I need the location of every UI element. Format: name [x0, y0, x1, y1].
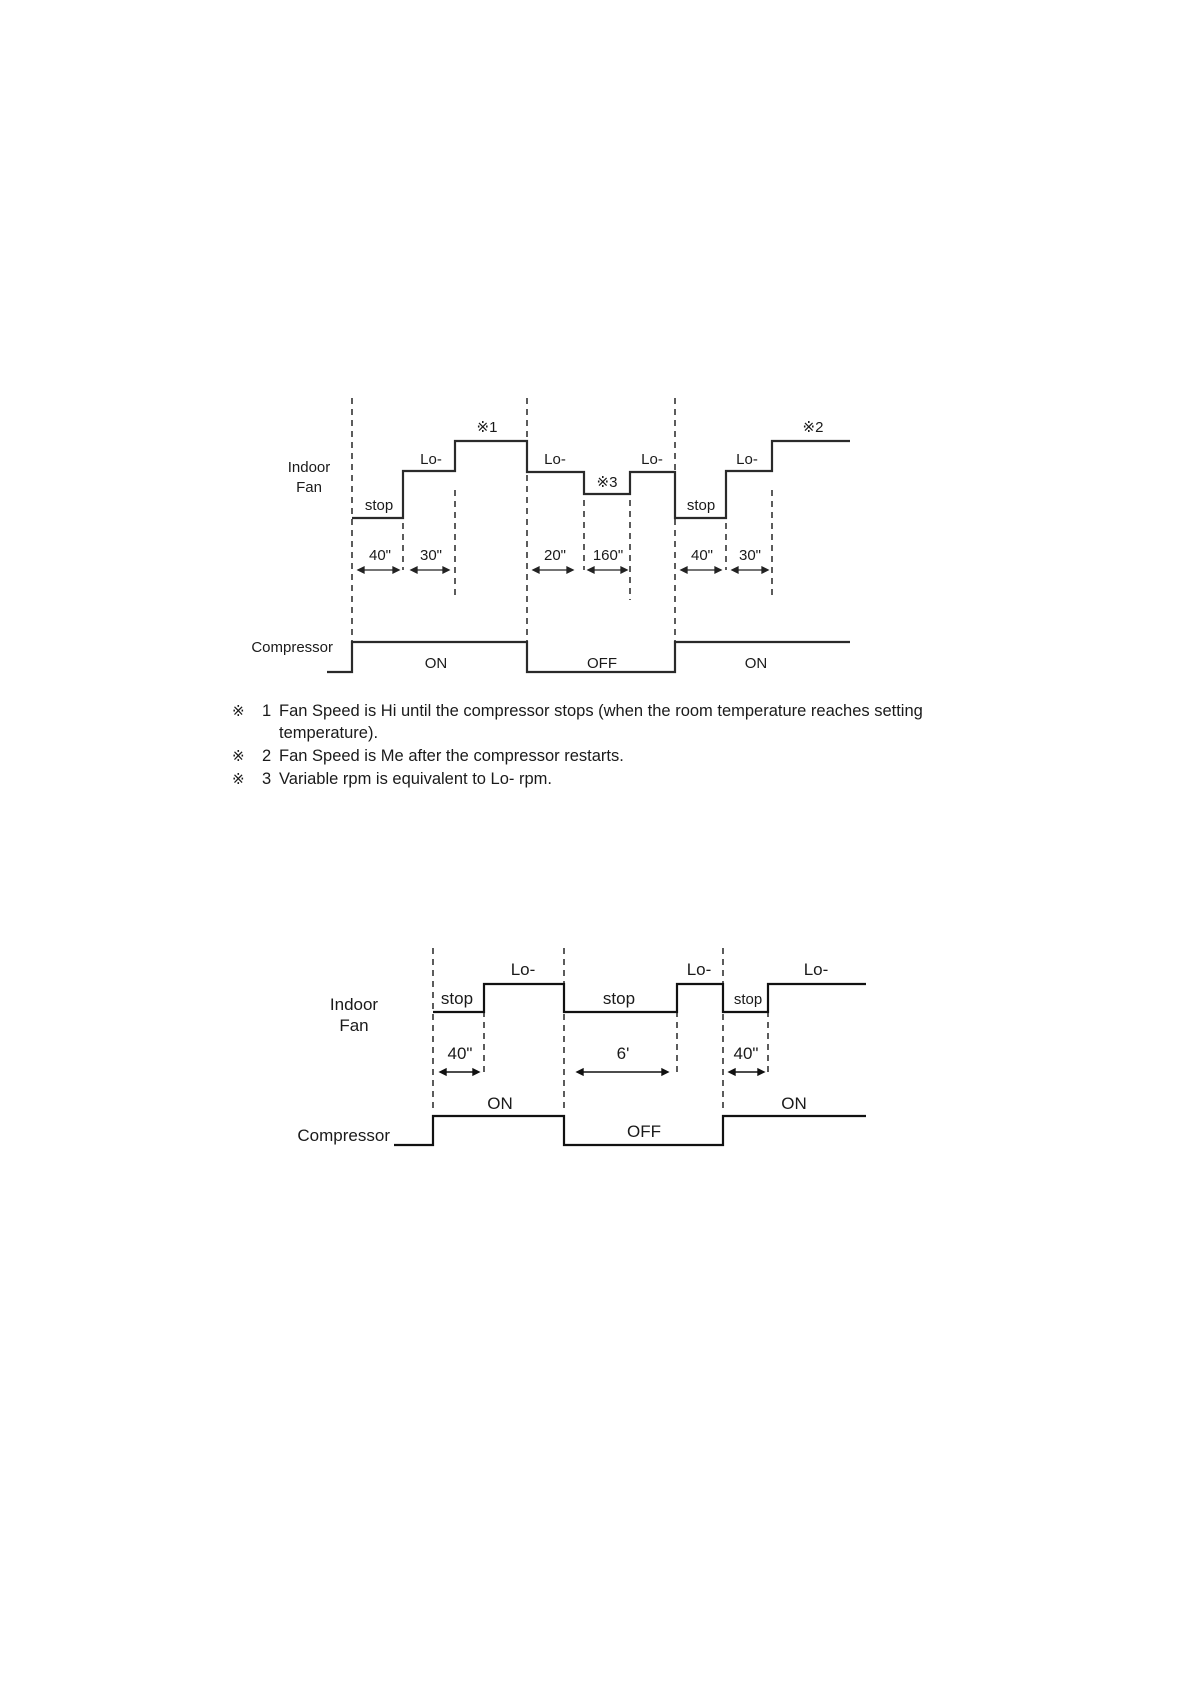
dashed-guides: [432, 948, 769, 1112]
indoor-label-line2: Fan: [296, 479, 322, 496]
fan-label-stop-3: stop: [734, 991, 762, 1008]
indoor-fan-waveform: [433, 982, 866, 1014]
compressor-state-off: OFF: [627, 1122, 661, 1141]
duration-arrows: [356, 565, 770, 575]
duration-label-1: 40": [448, 1044, 473, 1063]
compressor-label: Compressor: [251, 639, 333, 656]
compressor-state-on-2: ON: [745, 655, 768, 672]
footnote-text: Fan Speed is Hi until the compressor sto…: [279, 702, 923, 742]
fan-label-stop-2: stop: [603, 989, 635, 1008]
fan-label-lo-2: Lo-: [687, 960, 712, 979]
mark-note-2: ※2: [803, 419, 824, 436]
duration-label-2: 6': [617, 1044, 630, 1063]
duration-label-1: 40": [369, 547, 391, 564]
compressor-waveform: [327, 640, 850, 674]
mark-note-3: ※3: [597, 474, 618, 491]
duration-label-4: 160": [593, 547, 623, 564]
fan-label-lo-1: Lo-: [420, 451, 442, 468]
duration-label-2: 30": [420, 547, 442, 564]
compressor-waveform: [394, 1114, 866, 1147]
reference-mark: ※: [232, 770, 245, 788]
footnote-number: 2: [262, 747, 272, 765]
fan-label-stop-1: stop: [441, 989, 473, 1008]
indoor-label-line2: Fan: [339, 1016, 368, 1035]
fan-label-lo-1: Lo-: [511, 960, 536, 979]
footnote-text: Fan Speed is Me after the compressor res…: [279, 747, 624, 765]
indoor-fan-waveform: [352, 439, 850, 520]
compressor-state-on-1: ON: [425, 655, 448, 672]
footnote-number: 1: [262, 702, 272, 720]
footnote-2: ※ 2 Fan Speed is Me after the compressor…: [232, 745, 952, 767]
footnote-1: ※ 1 Fan Speed is Hi until the compressor…: [232, 700, 952, 744]
duration-label-3: 20": [544, 547, 566, 564]
compressor-state-on-2: ON: [781, 1094, 807, 1113]
fan-label-stop-1: stop: [365, 497, 393, 514]
mark-note-1: ※1: [477, 419, 498, 436]
fan-label-lo-3: Lo-: [641, 451, 663, 468]
reference-mark: ※: [232, 702, 245, 720]
fan-label-lo-4: Lo-: [736, 451, 758, 468]
compressor-state-on-1: ON: [487, 1094, 513, 1113]
duration-label-3: 40": [734, 1044, 759, 1063]
footnotes: ※ 1 Fan Speed is Hi until the compressor…: [232, 700, 952, 791]
compressor-state-off: OFF: [587, 655, 617, 672]
indoor-label-line1: Indoor: [330, 995, 379, 1014]
footnote-3: ※ 3 Variable rpm is equivalent to Lo- rp…: [232, 768, 952, 790]
duration-label-6: 30": [739, 547, 761, 564]
indoor-label-line1: Indoor: [288, 459, 331, 476]
fan-label-lo-2: Lo-: [544, 451, 566, 468]
footnote-text: Variable rpm is equivalent to Lo- rpm.: [279, 770, 552, 788]
duration-arrows: [438, 1067, 766, 1077]
footnote-number: 3: [262, 770, 272, 788]
compressor-label: Compressor: [297, 1126, 390, 1145]
duration-label-5: 40": [691, 547, 713, 564]
reference-mark: ※: [232, 747, 245, 765]
fan-timing-diagram-1: Indoor Fan Compressor stop Lo- Lo- Lo- s…: [251, 398, 850, 674]
fan-label-lo-3: Lo-: [804, 960, 829, 979]
fan-label-stop-2: stop: [687, 497, 715, 514]
fan-timing-diagram-2: Indoor Fan Compressor stop Lo- stop Lo- …: [297, 948, 866, 1147]
